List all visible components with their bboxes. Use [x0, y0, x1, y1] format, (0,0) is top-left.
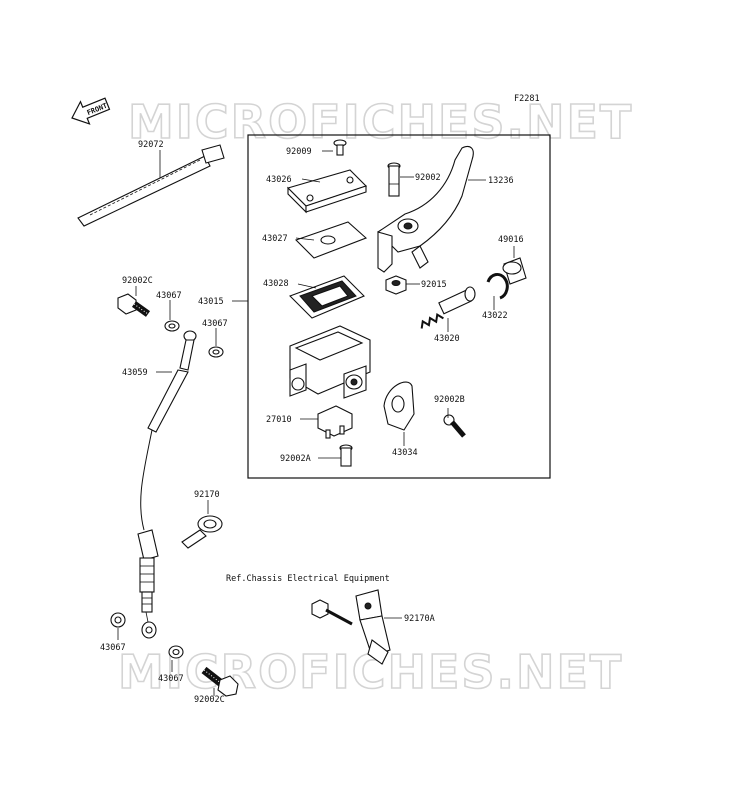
label-43026: 43026 [266, 175, 292, 185]
handlebar-clamp-icon [383, 381, 415, 431]
label-43067-d: 43067 [158, 674, 184, 684]
clamp-bolt-icon [443, 414, 466, 438]
label-92170: 92170 [194, 490, 220, 500]
dust-boot-icon [502, 257, 527, 285]
screw-icon [333, 139, 347, 156]
master-cylinder-assembly-box [247, 134, 551, 479]
circlip-icon [486, 272, 509, 300]
washer-d-icon [168, 645, 184, 659]
label-92002c-bottom: 92002C [194, 695, 225, 705]
label-43028: 43028 [263, 279, 289, 289]
hose-bracket-icon [355, 589, 391, 665]
brake-switch-icon [317, 405, 353, 439]
label-43034: 43034 [392, 448, 418, 458]
master-cylinder-body-icon [289, 325, 371, 399]
cable-tie-icon [77, 144, 225, 227]
front-arrow-icon: FRONT [71, 97, 111, 125]
label-92072: 92072 [138, 140, 164, 150]
label-43067-a: 43067 [156, 291, 182, 301]
bracket-bolt-icon [311, 599, 353, 626]
banjo-bolt-top-icon [117, 293, 151, 317]
reservoir-cap-icon [286, 169, 368, 214]
switch-screw-icon [339, 444, 353, 467]
washer-a-icon [164, 320, 180, 332]
watermark-top: MICROFICHES.NET [128, 95, 633, 149]
label-92002b: 92002B [434, 395, 465, 405]
label-43022: 43022 [482, 311, 508, 321]
label-43067-c: 43067 [100, 643, 126, 653]
label-49016: 49016 [498, 235, 524, 245]
label-27010: 27010 [266, 415, 292, 425]
label-43020: 43020 [434, 334, 460, 344]
hose-clamp-icon [181, 515, 223, 549]
label-92170a: 92170A [404, 614, 435, 624]
label-43059: 43059 [122, 368, 148, 378]
label-92009: 92009 [286, 147, 312, 157]
washer-c-icon [110, 612, 126, 628]
brake-lever-icon [377, 145, 474, 273]
label-13236: 13236 [488, 176, 514, 186]
label-92002: 92002 [415, 173, 441, 183]
label-43015: 43015 [198, 297, 224, 307]
diagram-code: F2281 [514, 94, 540, 104]
piston-kit-icon [420, 286, 476, 329]
nut-icon [385, 275, 407, 295]
washer-b-icon [208, 346, 224, 358]
reference-note: Ref.Chassis Electrical Equipment [226, 574, 390, 584]
label-92015: 92015 [421, 280, 447, 290]
brake-hose-icon [137, 330, 197, 639]
label-43067-b: 43067 [202, 319, 228, 329]
banjo-bolt-bottom-icon [201, 666, 239, 697]
diaphragm-icon [289, 275, 365, 319]
diaphragm-plate-icon [294, 221, 368, 259]
label-43027: 43027 [262, 234, 288, 244]
label-92002a: 92002A [280, 454, 311, 464]
pivot-bolt-icon [387, 162, 401, 197]
label-92002c-top: 92002C [122, 276, 153, 286]
